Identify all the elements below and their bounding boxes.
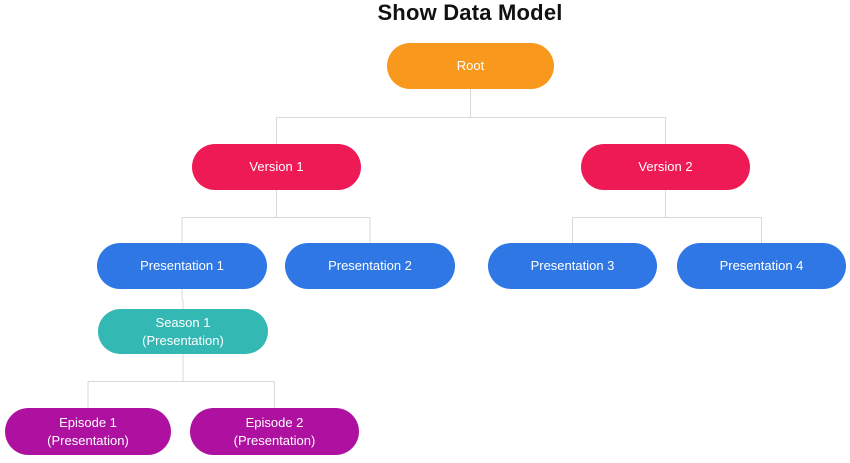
node-presentation-1: Presentation 1 [97, 243, 267, 289]
node-presentation-2: Presentation 2 [285, 243, 455, 289]
node-label: Presentation 4 [719, 258, 804, 273]
node-version-1: Version 1 [192, 144, 361, 190]
node-label: Presentation 3 [530, 258, 615, 273]
node-label: Version 1 [249, 159, 304, 174]
node-label: Episode 2 [245, 414, 304, 430]
node-episode-1: Episode 1 (Presentation) [5, 408, 171, 455]
node-label: Version 2 [638, 159, 693, 174]
node-presentation-3: Presentation 3 [488, 243, 657, 289]
node-label: Root [456, 58, 485, 73]
node-label: Presentation 2 [328, 258, 412, 273]
node-season-1: Season 1 (Presentation) [98, 309, 268, 354]
node-label: (Presentation) [142, 332, 224, 348]
node-label: Season 1 [155, 314, 211, 330]
node-presentation-4: Presentation 4 [677, 243, 846, 289]
node-label: Presentation 1 [140, 258, 224, 273]
node-root: Root [387, 43, 554, 89]
node-label: (Presentation) [233, 432, 316, 448]
diagram-title: Show Data Model [377, 0, 563, 25]
node-episode-2: Episode 2 (Presentation) [190, 408, 359, 455]
node-label: Episode 1 [59, 414, 117, 430]
node-version-2: Version 2 [581, 144, 750, 190]
node-label: (Presentation) [47, 432, 129, 448]
